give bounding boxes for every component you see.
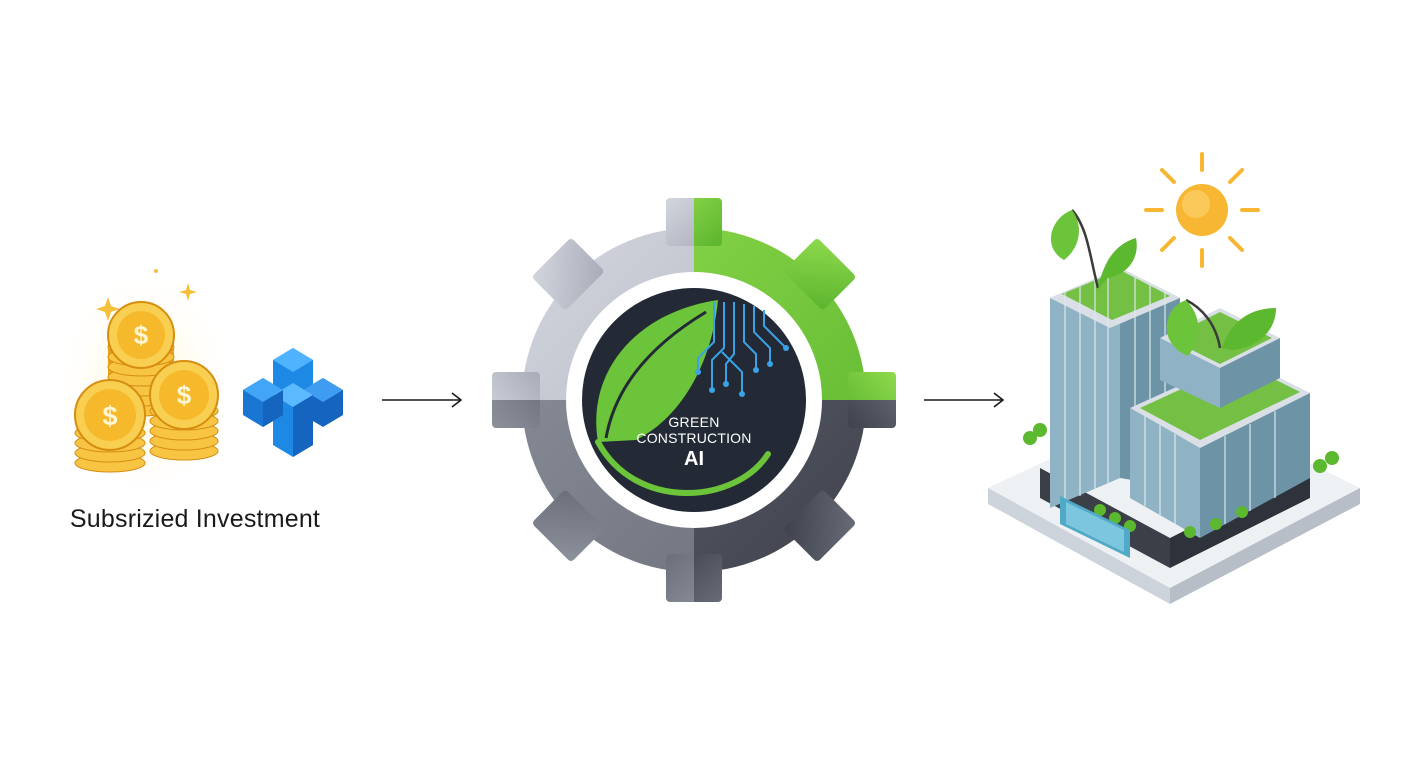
arrow-right-icon <box>382 392 463 408</box>
gold-coin-stacks-icon: $ $ $ <box>60 265 230 485</box>
gear-leaf-circuit-icon <box>492 198 896 602</box>
hub-title-line-2: CONSTRUCTION <box>636 430 752 446</box>
input-label: Subsrizied Investment <box>69 505 321 533</box>
sun-icon <box>1144 152 1260 268</box>
svg-text:$: $ <box>134 320 149 350</box>
svg-text:$: $ <box>177 380 192 410</box>
green-building-icon <box>988 152 1360 604</box>
blue-plus-icon <box>243 348 343 457</box>
svg-text:$: $ <box>102 401 117 431</box>
hub-title-line-3: AI <box>684 448 704 470</box>
arrow-right-icon <box>924 392 1005 408</box>
hub-title-line-1: GREEN <box>668 414 720 430</box>
